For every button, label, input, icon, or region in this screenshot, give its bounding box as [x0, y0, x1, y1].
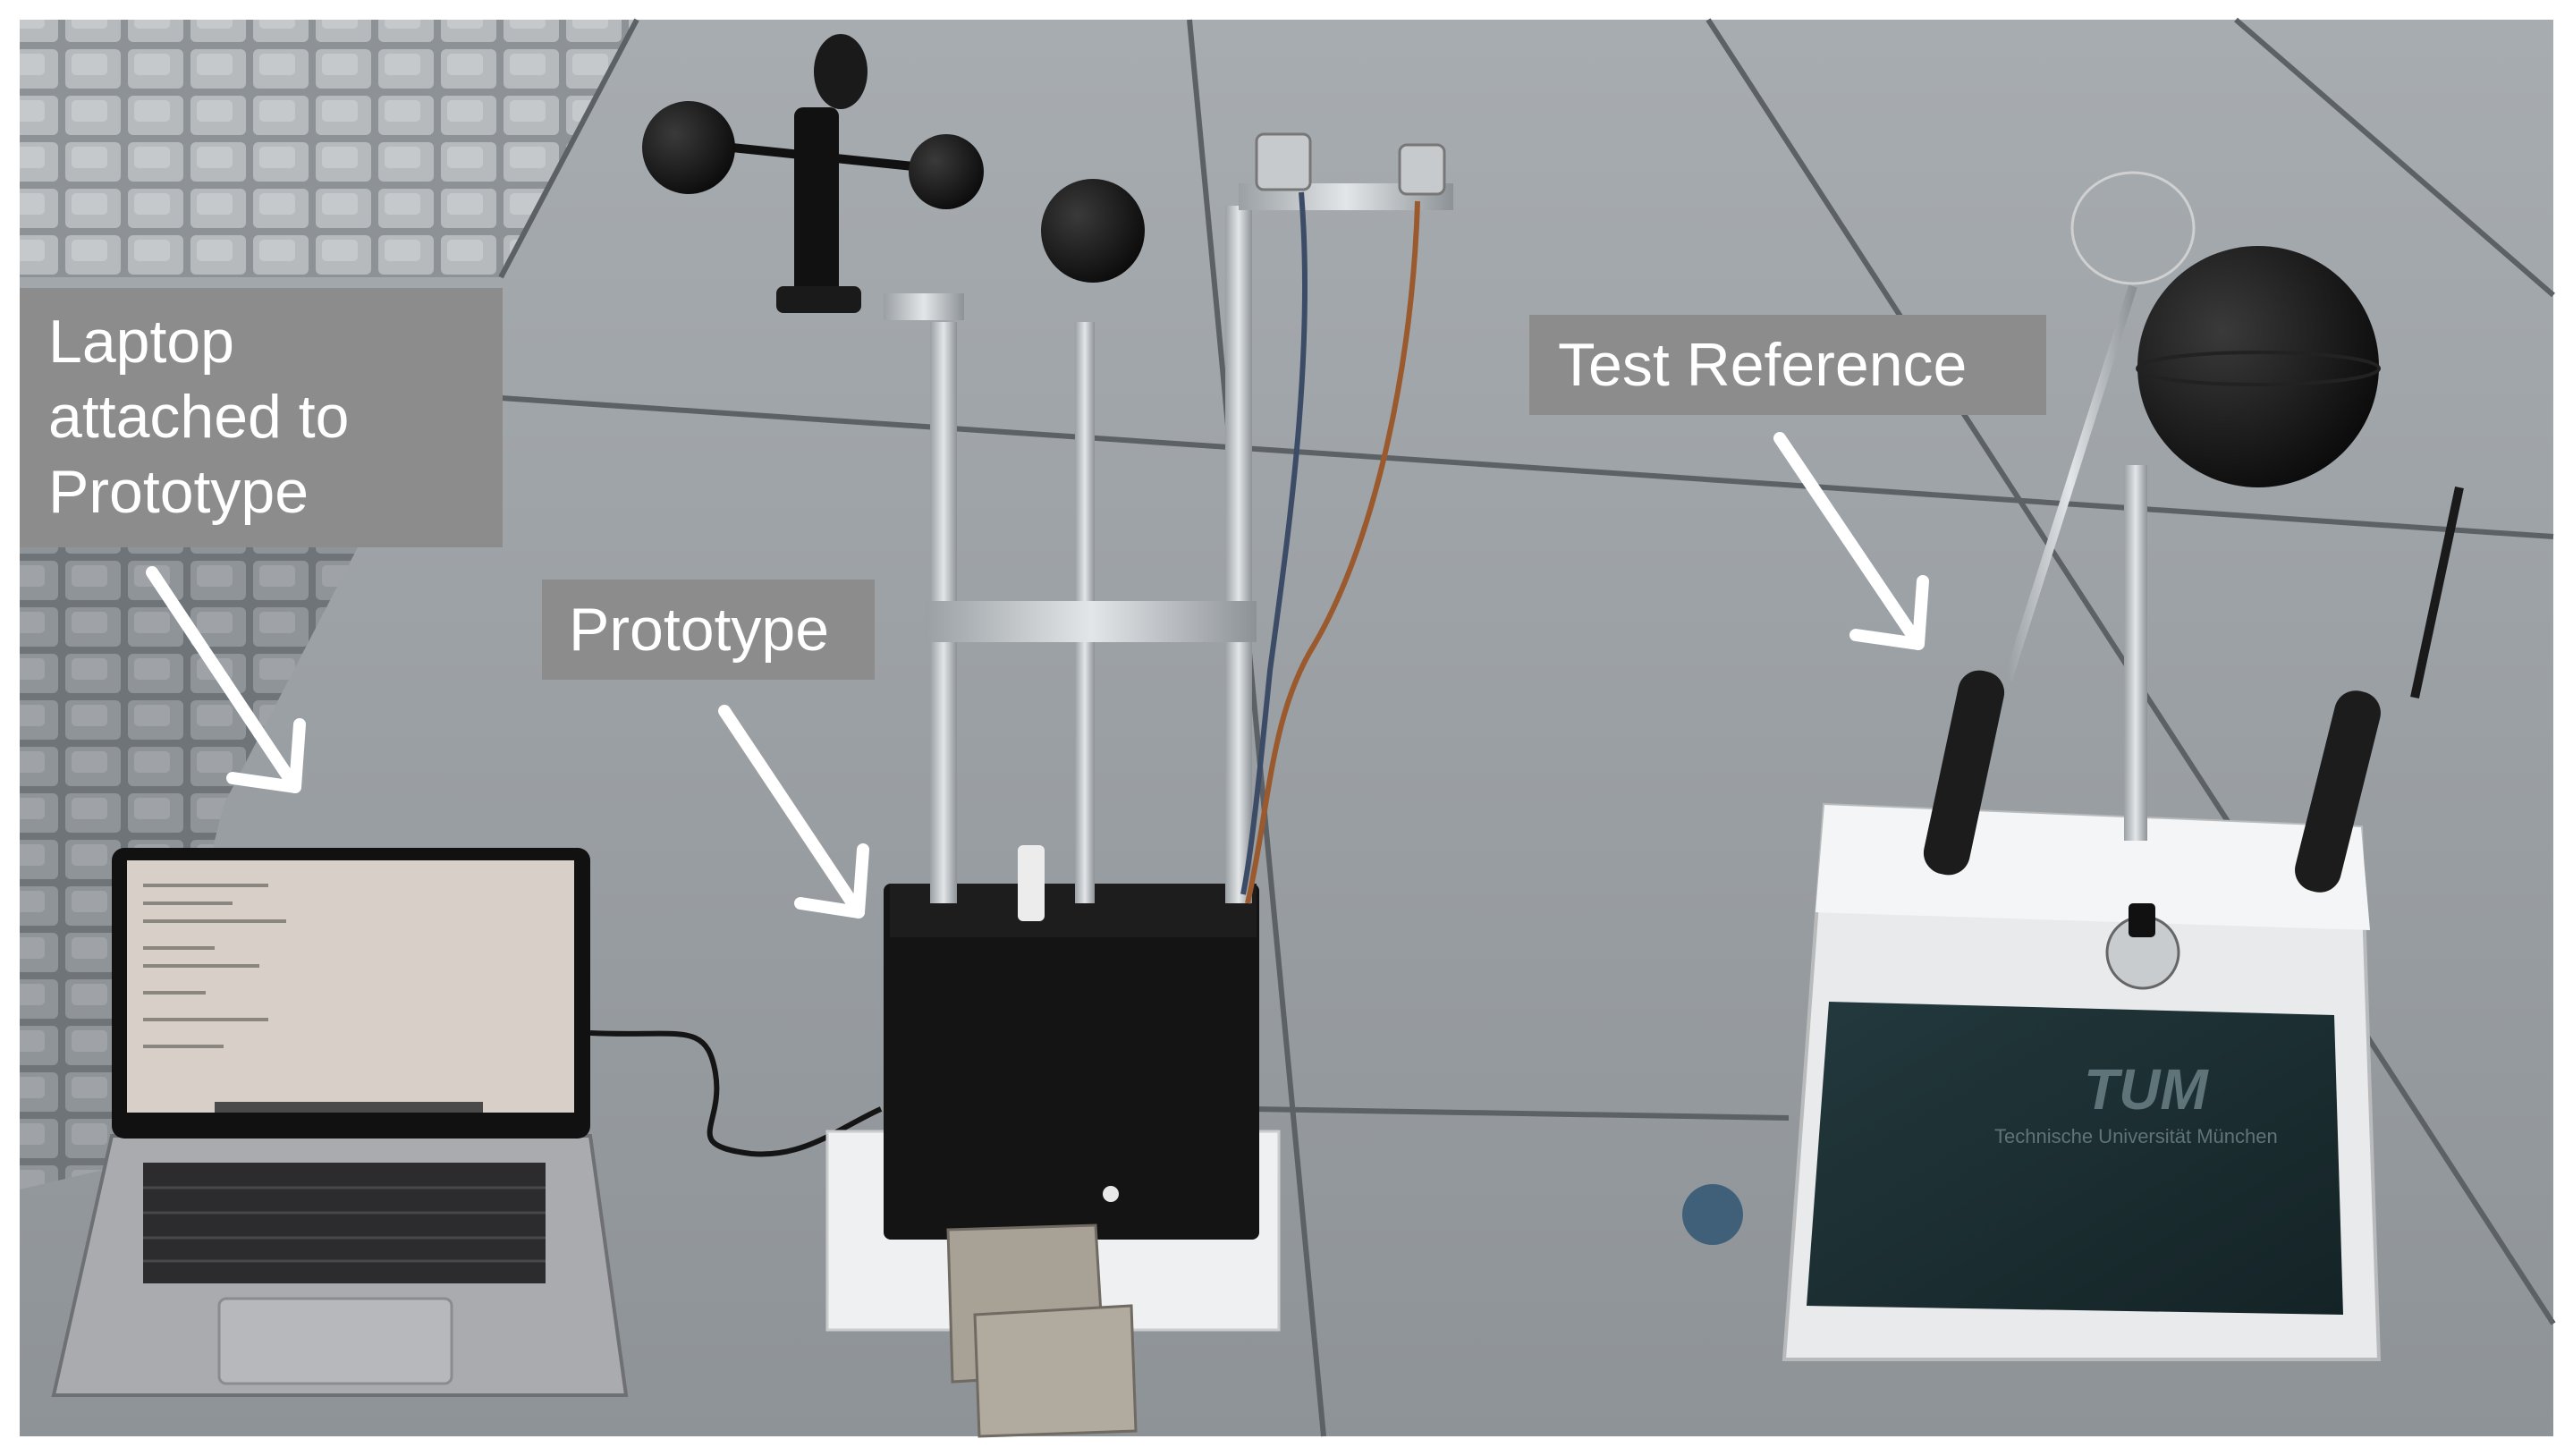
probe-handle-left	[1923, 670, 2005, 876]
reference-logo-subtitle: Technische Universität München	[1994, 1125, 2278, 1147]
reference-glass-door	[1807, 1002, 2343, 1315]
anemometer	[642, 34, 984, 320]
label-laptop-attached: Laptop attached to Prototype	[20, 288, 503, 547]
laptop-display	[127, 860, 574, 1113]
sensor-cable-orange	[1245, 200, 1420, 904]
label-test-reference: Test Reference	[1529, 315, 2046, 415]
brick-bottom	[973, 1304, 1138, 1438]
arrow-reference	[1773, 432, 1929, 650]
label-prototype-text: Prototype	[569, 596, 830, 664]
light-sensor-left	[1255, 132, 1312, 191]
usb-cable	[589, 1030, 883, 1157]
label-laptop-line-3: Prototype	[48, 458, 309, 526]
laptop-key-rows	[143, 1186, 546, 1263]
prototype-globe-sensor	[1041, 179, 1145, 283]
reference-logo: TUM	[2084, 1057, 2209, 1122]
anemometer-cup-right	[909, 134, 984, 209]
sensor-cable-blue	[1240, 191, 1308, 895]
anemometer-cup-back	[814, 34, 868, 109]
pavement-joints	[498, 17, 2556, 1437]
test-reference-device: TUM Technische Universität München	[1682, 171, 2464, 1361]
laptop	[51, 848, 629, 1397]
laptop-dock	[215, 1102, 483, 1113]
label-prototype: Prototype	[542, 580, 875, 680]
arrows	[146, 432, 1929, 918]
probe-rod-right	[2410, 486, 2464, 699]
arrow-laptop	[146, 566, 306, 793]
probe-handle-right	[2295, 690, 2381, 893]
prototype-device	[642, 34, 1453, 1438]
laptop-display-text-lines	[143, 884, 286, 1048]
reference-globe-rod	[2124, 465, 2147, 841]
arrow-prototype	[718, 705, 869, 918]
radiation-sensor-head	[2129, 903, 2155, 937]
label-reference-text: Test Reference	[1558, 331, 1968, 399]
wire-probe-cage	[2070, 171, 2196, 285]
cobblestone-area	[20, 20, 637, 277]
mast-right	[1225, 206, 1252, 903]
blue-foot	[1682, 1184, 1743, 1245]
prototype-enclosure	[884, 884, 1259, 1240]
label-laptop-line-1: Laptop	[48, 308, 234, 376]
light-sensor-right	[1398, 143, 1446, 196]
reference-globe-sensor	[2137, 246, 2379, 487]
laptop-trackpad	[217, 1297, 453, 1385]
anemometer-cup-left	[642, 101, 735, 194]
label-laptop-line-2: attached to	[48, 383, 350, 451]
laptop-keyboard	[143, 1163, 546, 1283]
power-button	[1103, 1186, 1119, 1202]
usb-stick	[1018, 845, 1045, 921]
crossbar	[926, 601, 1257, 642]
reference-globe-rim	[2136, 351, 2381, 386]
wire-probe-rod	[2003, 284, 2137, 681]
